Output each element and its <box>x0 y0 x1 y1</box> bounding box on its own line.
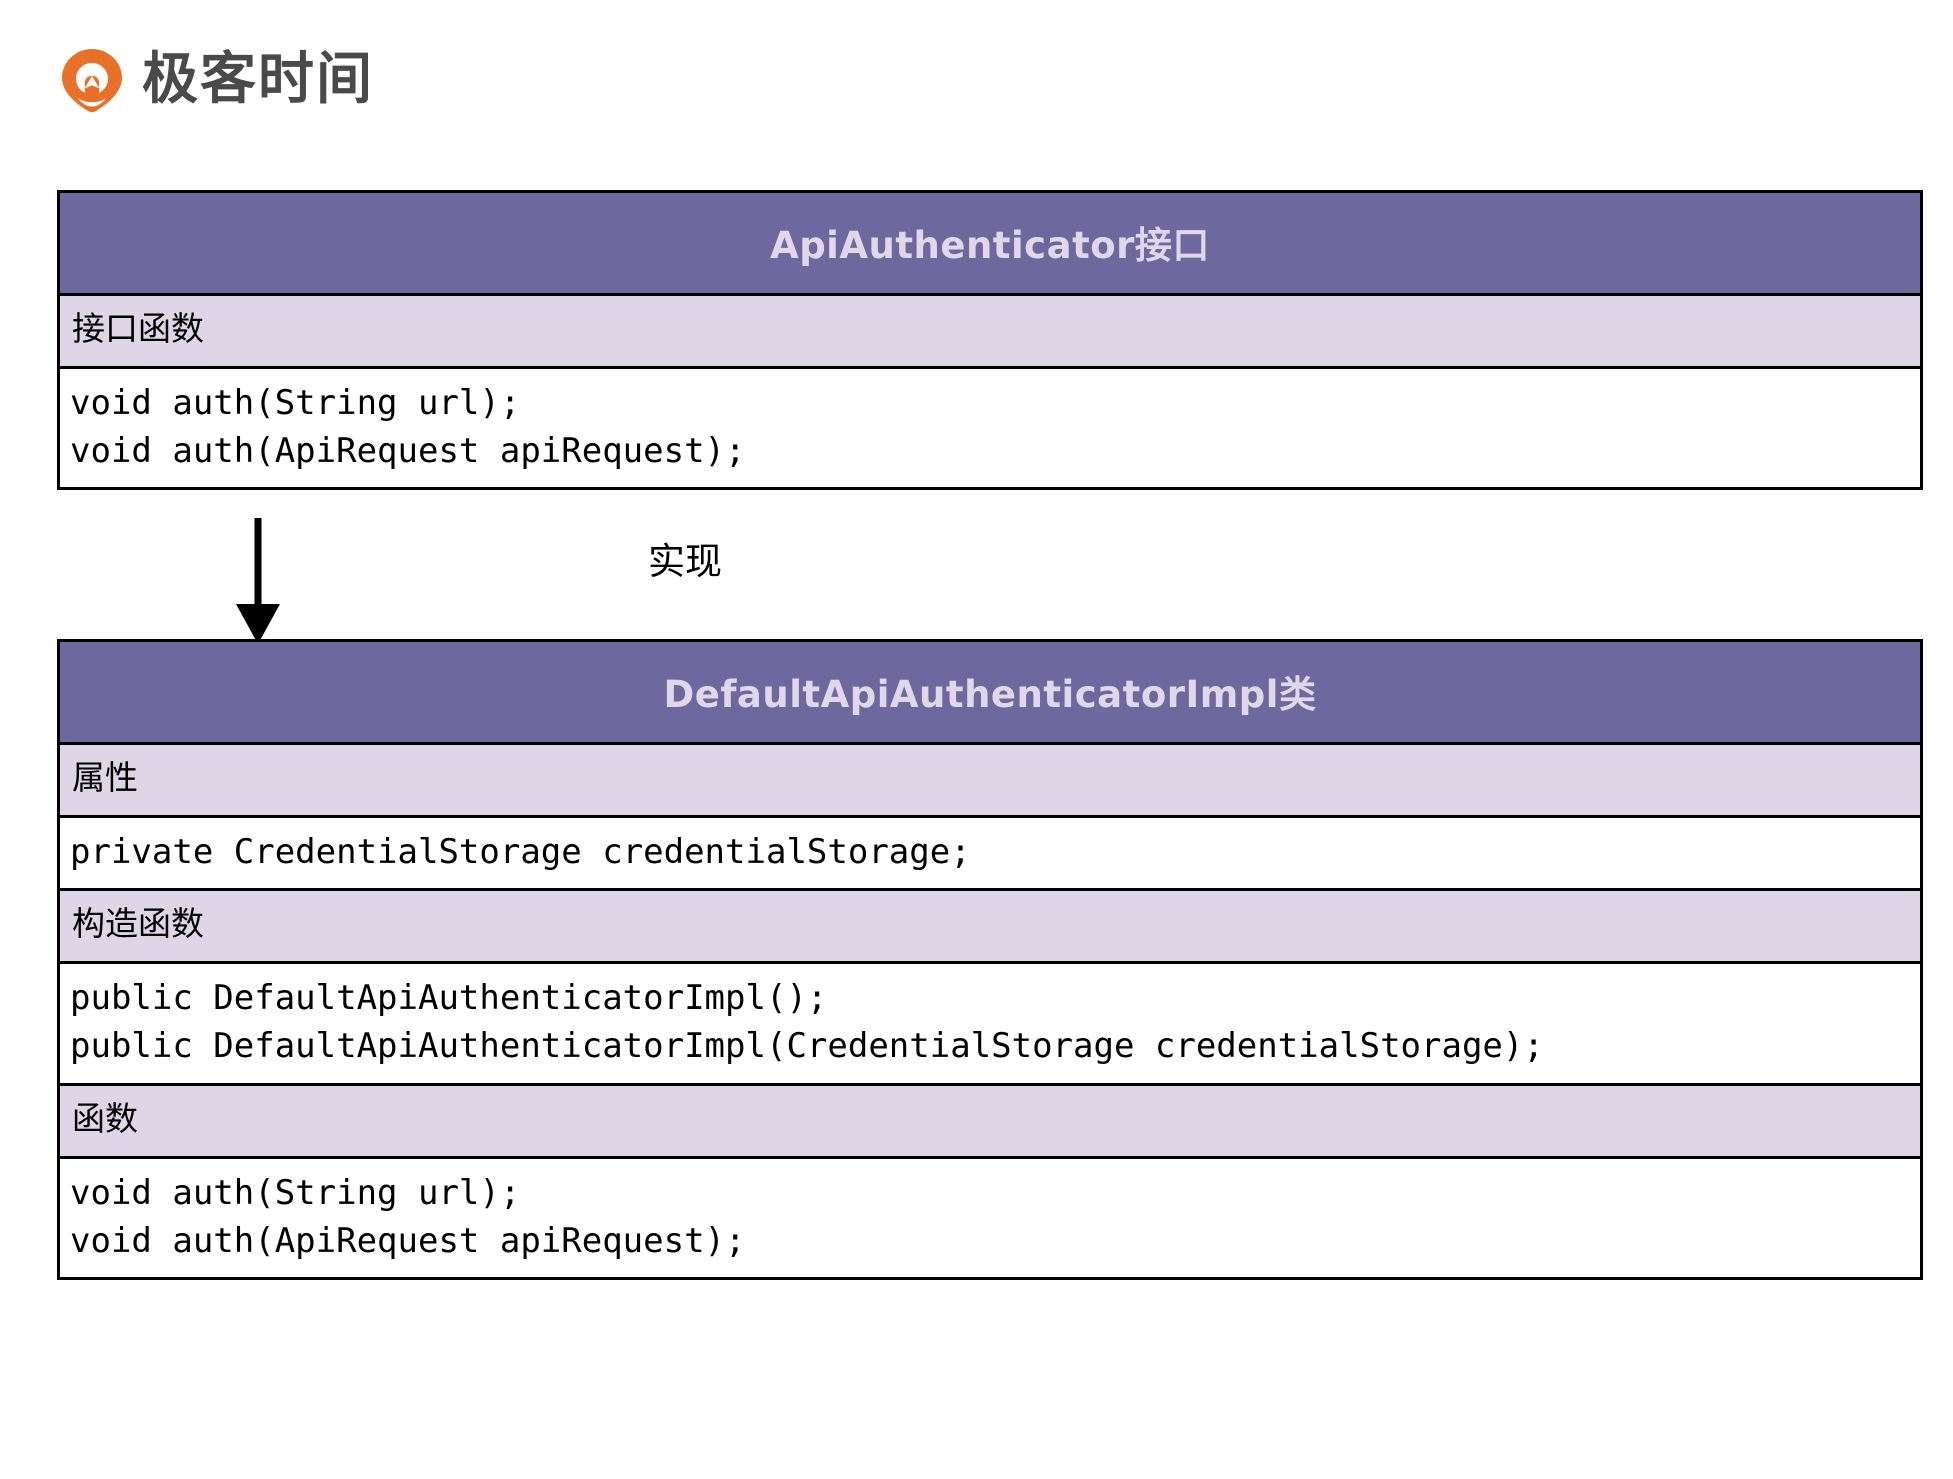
class-title-api-authenticator: ApiAuthenticator接口 <box>60 193 1920 296</box>
section-body-functions: void auth(String url); void auth(ApiRequ… <box>60 1158 1920 1278</box>
section-label-interface-functions: 接口函数 <box>60 296 1920 369</box>
class-title-default-api-authenticator-impl: DefaultApiAuthenticatorImpl类 <box>60 642 1920 745</box>
section-body-interface-functions: void auth(String url); void auth(ApiRequ… <box>60 368 1920 488</box>
brand-name: 极客时间 <box>142 47 374 112</box>
section-body-constructors: public DefaultApiAuthenticatorImpl(); pu… <box>60 964 1920 1086</box>
section-label-functions: 函数 <box>60 1085 1920 1159</box>
section-label-constructors: 构造函数 <box>60 891 1920 965</box>
class-box-api-authenticator: ApiAuthenticator接口 接口函数 void auth(String… <box>57 190 1923 491</box>
class-box-default-api-authenticator-impl: DefaultApiAuthenticatorImpl类 属性 private … <box>57 639 1923 1281</box>
section-label-attributes: 属性 <box>60 745 1920 818</box>
implements-arrow-label: 实现 <box>648 540 722 583</box>
geektime-pin-icon <box>58 46 126 114</box>
implements-arrow-icon <box>218 518 778 648</box>
section-body-attributes: private CredentialStorage credentialStor… <box>60 817 1920 892</box>
brand-logo: 极客时间 <box>58 46 374 114</box>
